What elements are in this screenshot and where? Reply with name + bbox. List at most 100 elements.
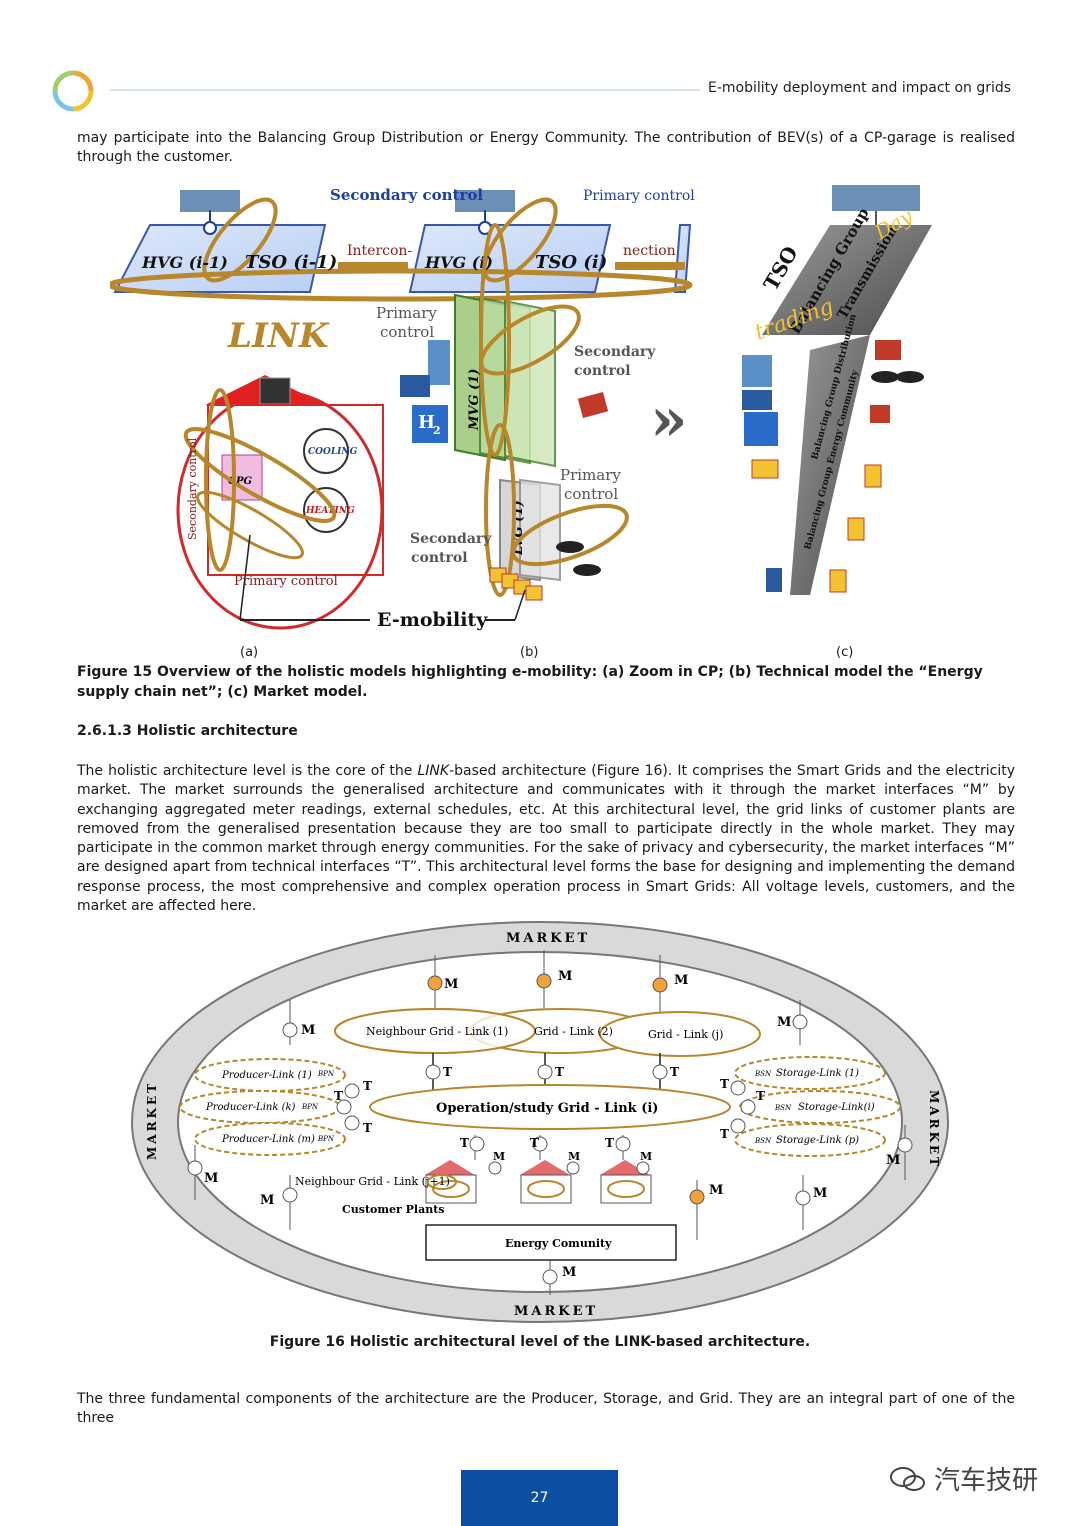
body-text-link-word: LINK bbox=[417, 763, 450, 779]
m-label: M bbox=[813, 1186, 827, 1201]
wechat-icon bbox=[890, 1466, 925, 1491]
market-interfaces-top: M M M M M bbox=[282, 950, 808, 1045]
t-label: T bbox=[443, 1065, 452, 1079]
zoom-cp-circle: CPG COOLING HEATING Secondary control Pr… bbox=[176, 375, 384, 630]
hvg-i-label: HVG (i) bbox=[424, 253, 493, 272]
report-logo bbox=[52, 70, 94, 112]
storage-1-label: Storage-Link (1) bbox=[776, 1068, 859, 1079]
watermark: 汽车技研 bbox=[888, 1460, 1038, 1497]
heating-label: HEATING bbox=[305, 506, 355, 516]
energy-community-box bbox=[425, 1224, 677, 1261]
storage-p-label: Storage-Link (p) bbox=[776, 1135, 859, 1146]
figure-15-caption: Figure 15 Overview of the holistic model… bbox=[77, 664, 983, 700]
m-label: M bbox=[777, 1015, 791, 1030]
wind-turbine-image bbox=[742, 355, 772, 387]
closing-paragraph: The three fundamental components of the … bbox=[77, 1391, 1015, 1427]
figure-15-sublabel-b: (b) bbox=[520, 645, 539, 660]
storage-links: BSN Storage-Link (1) BSN Storage-Link(i)… bbox=[720, 1056, 901, 1157]
solar-panel-image bbox=[742, 390, 772, 410]
house-icon bbox=[847, 517, 865, 541]
secondary-control-b-label-2: control bbox=[574, 363, 631, 379]
hydro-plant-image bbox=[455, 190, 515, 212]
watermark-text: 汽车技研 bbox=[934, 1466, 1039, 1496]
neighbour-grid-1-label: Neighbour Grid - Link (1) bbox=[366, 1025, 508, 1038]
hvg-i1-label: HVG (i-1) bbox=[141, 253, 228, 272]
solar-panel-image bbox=[766, 568, 782, 592]
body-paragraph: The holistic architecture level is the c… bbox=[77, 762, 1015, 916]
m-label: M bbox=[562, 1265, 576, 1280]
cp-garage-icons bbox=[489, 567, 543, 601]
secondary-control-b-label: Secondary bbox=[574, 344, 656, 360]
grid-j-label: Grid - Link (j) bbox=[648, 1028, 723, 1041]
bsn-label: BSN bbox=[754, 1137, 772, 1145]
t-label: T bbox=[720, 1127, 729, 1141]
figure-16: MARKET MARKET MARKET MARKET M M M M M Ne… bbox=[131, 921, 949, 1323]
market-interfaces-side: M M M M M bbox=[187, 1125, 913, 1240]
hydrogen-fuel-cell-image bbox=[744, 412, 778, 446]
secondary-control-c-label-2: control bbox=[411, 550, 468, 566]
hydro-plant-image bbox=[832, 185, 920, 211]
cooling-label: COOLING bbox=[308, 447, 358, 457]
primary-control-label: Primary control bbox=[583, 188, 695, 204]
market-label-bottom: MARKET bbox=[514, 1304, 598, 1319]
figure-16-caption: Figure 16 Holistic architectural level o… bbox=[269, 1334, 811, 1350]
m-label: M bbox=[558, 969, 572, 984]
t-label: T bbox=[756, 1089, 765, 1103]
m-label: M bbox=[204, 1171, 218, 1186]
battery-image bbox=[577, 391, 609, 419]
hydrogen-fuel-cell-image bbox=[412, 405, 448, 443]
header-title: E-mobility deployment and impact on grid… bbox=[708, 80, 1012, 96]
m-label: M bbox=[886, 1153, 900, 1168]
t-label: T bbox=[605, 1136, 614, 1150]
tso-i-label: TSO (i) bbox=[535, 252, 607, 273]
m-label: M bbox=[260, 1193, 274, 1208]
energy-community-label: Energy Comunity bbox=[505, 1237, 612, 1250]
battery-image bbox=[875, 340, 901, 360]
chevron-right-icon: » bbox=[650, 385, 688, 455]
market-model: TSO Balancing Group Transmission trading… bbox=[742, 185, 932, 595]
primary-control-c-label-2: control bbox=[564, 485, 618, 503]
t-label: T bbox=[460, 1136, 469, 1150]
figure-15-sublabel-a: (a) bbox=[240, 645, 259, 660]
h2-label: H bbox=[418, 412, 435, 433]
body-text-part: The holistic architecture level is the c… bbox=[77, 763, 418, 779]
bsn-label: BSN bbox=[774, 1104, 792, 1112]
m-label: M bbox=[493, 1150, 505, 1163]
nection-label: nection bbox=[623, 243, 676, 259]
hydro-plant-image bbox=[180, 190, 240, 212]
bpn-label: BPN bbox=[317, 1070, 335, 1078]
car-icon bbox=[556, 541, 584, 553]
customer-plants: T T T M M M bbox=[425, 1135, 652, 1204]
t-label: T bbox=[363, 1079, 372, 1093]
intro-paragraph: may participate into the Balancing Group… bbox=[77, 130, 1015, 166]
neighbour-grid-j1-label: Neighbour Grid - Link (j+1) bbox=[295, 1175, 450, 1188]
car-icon bbox=[573, 564, 601, 576]
car-icon bbox=[896, 371, 924, 383]
car-icon bbox=[871, 371, 899, 383]
producer-k-label: Producer-Link (k) bbox=[205, 1102, 296, 1113]
secondary-control-c-label: Secondary bbox=[410, 531, 492, 547]
house-icon bbox=[751, 459, 779, 479]
intercon-label: Intercon- bbox=[347, 243, 412, 259]
t-label: T bbox=[363, 1121, 372, 1135]
emobility-label: E-mobility bbox=[377, 609, 488, 631]
house-icon bbox=[864, 464, 882, 488]
house-icon bbox=[829, 569, 847, 593]
m-label: M bbox=[674, 973, 688, 988]
h2-sub-label: 2 bbox=[433, 424, 441, 437]
m-label: M bbox=[444, 977, 458, 992]
customer-plants-label: Customer Plants bbox=[342, 1203, 444, 1216]
t-label: T bbox=[334, 1089, 343, 1103]
secondary-control-label: Secondary control bbox=[330, 186, 483, 204]
tso-i1-label: TSO (i-1) bbox=[245, 252, 337, 273]
operation-grid-link bbox=[369, 1084, 731, 1130]
primary-control-b-label: Primary bbox=[376, 304, 437, 322]
producer-links: Producer-Link (1) BPN Producer-Link (k) … bbox=[179, 1058, 372, 1156]
section-heading: 2.6.1.3 Holistic architecture bbox=[77, 723, 298, 739]
battery-image bbox=[870, 405, 890, 423]
primary-control-c-label: Primary bbox=[560, 466, 621, 484]
link-label: LINK bbox=[227, 316, 330, 356]
producer-1-label: Producer-Link (1) bbox=[221, 1070, 312, 1081]
t-label: T bbox=[555, 1065, 564, 1079]
bsn-label: BSN bbox=[754, 1070, 772, 1078]
